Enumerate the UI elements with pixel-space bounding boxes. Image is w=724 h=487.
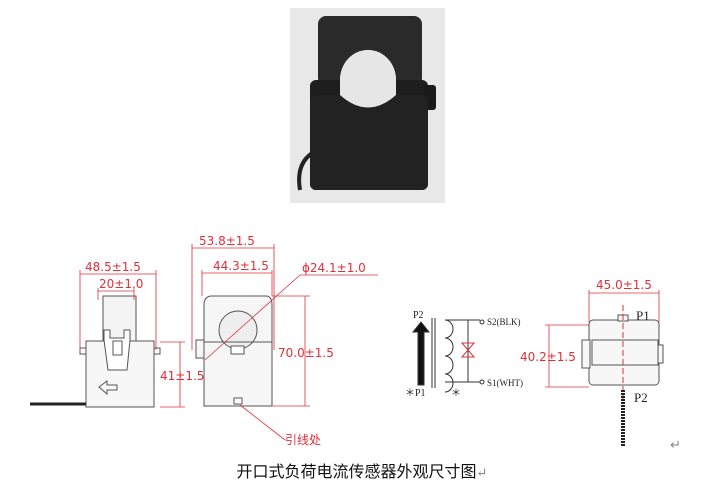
- dim-front-width-inner: 20±1.0: [99, 277, 143, 291]
- transformer-schematic: [411, 318, 485, 393]
- figure-caption: 开口式负荷电流传感器外观尺寸图↵: [0, 458, 724, 482]
- side-dimensions: [191, 244, 378, 441]
- dim-diameter: ϕ24.1±1.0: [302, 261, 366, 275]
- top-dimensions: [545, 290, 660, 388]
- top-view: [581, 305, 664, 446]
- front-dimensions: [79, 270, 185, 408]
- side-view: [195, 295, 273, 407]
- schematic-s1: S1(WHT): [487, 378, 523, 388]
- dim-front-height: 41±1.5: [160, 369, 204, 383]
- schematic-p2: P2: [413, 310, 424, 321]
- top-view-p1: P1: [636, 308, 650, 323]
- lead-outlet-label: 引线处: [285, 433, 321, 447]
- schematic-p1: ＊P1: [405, 388, 426, 399]
- dim-side-width-inner: 44.3±1.5: [213, 259, 269, 273]
- dim-top-height: 40.2±1.5: [520, 350, 576, 364]
- front-view: [30, 295, 161, 408]
- dim-side-width-outer: 53.8±1.5: [199, 234, 255, 248]
- caption-text: 开口式负荷电流传感器外观尺寸图: [236, 462, 477, 481]
- dim-top-width: 45.0±1.5: [596, 278, 652, 292]
- dim-side-height: 70.0±1.5: [278, 346, 334, 360]
- schematic-s2: S2(BLK): [487, 317, 521, 327]
- dim-front-width-outer: 48.5±1.5: [85, 260, 141, 274]
- product-photo: [290, 8, 445, 203]
- return-mark: ↵: [670, 437, 681, 452]
- top-view-p2: P2: [634, 390, 648, 405]
- schematic-polarity-star: ＊: [451, 388, 461, 399]
- caption-return-mark: ↵: [476, 466, 488, 481]
